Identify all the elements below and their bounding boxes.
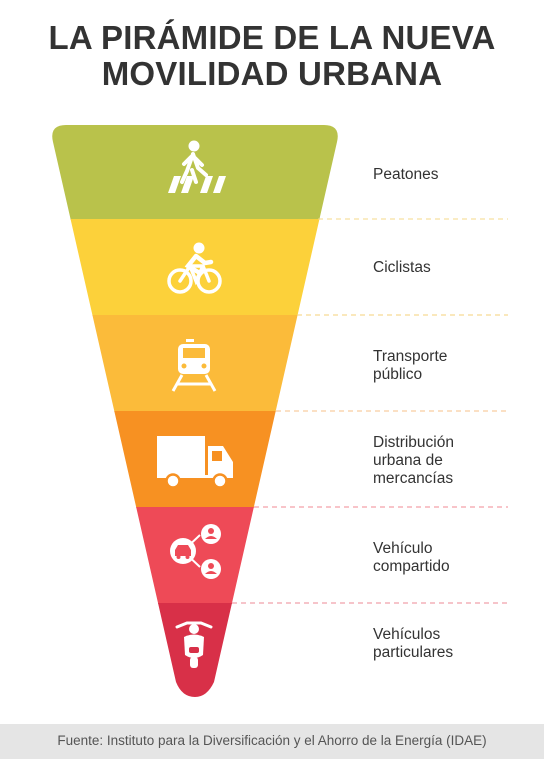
title-line-1: LA PIRÁMIDE DE LA NUEVA [48, 19, 496, 56]
source-text: Fuente: Instituto para la Diversificació… [57, 733, 487, 748]
level-label-vehiculo-compartido: Vehículo compartido [373, 540, 450, 575]
source-footer: Fuente: Instituto para la Diversificació… [0, 724, 544, 759]
level-label-transporte-publico: Transporte público [373, 348, 448, 383]
truck-icon [157, 436, 233, 489]
scooter-icon [175, 621, 213, 668]
level-label-ciclistas: Ciclistas [373, 259, 431, 276]
level-label-vehiculos-particulares: Vehículos particulares [373, 626, 454, 661]
level-label-peatones: Peatones [373, 166, 439, 183]
title-line-2: MOVILIDAD URBANA [101, 55, 443, 92]
page-title: LA PIRÁMIDE DE LA NUEVA MOVILIDAD URBANA [0, 20, 544, 92]
shared-car-icon [170, 524, 221, 579]
mobility-pyramid [52, 125, 508, 697]
pedestrian-icon [168, 140, 226, 193]
cyclist-icon [167, 242, 222, 294]
level-label-distribucion-mercancias: Distribución urbana de mercancías [373, 434, 454, 487]
train-icon [171, 339, 217, 392]
